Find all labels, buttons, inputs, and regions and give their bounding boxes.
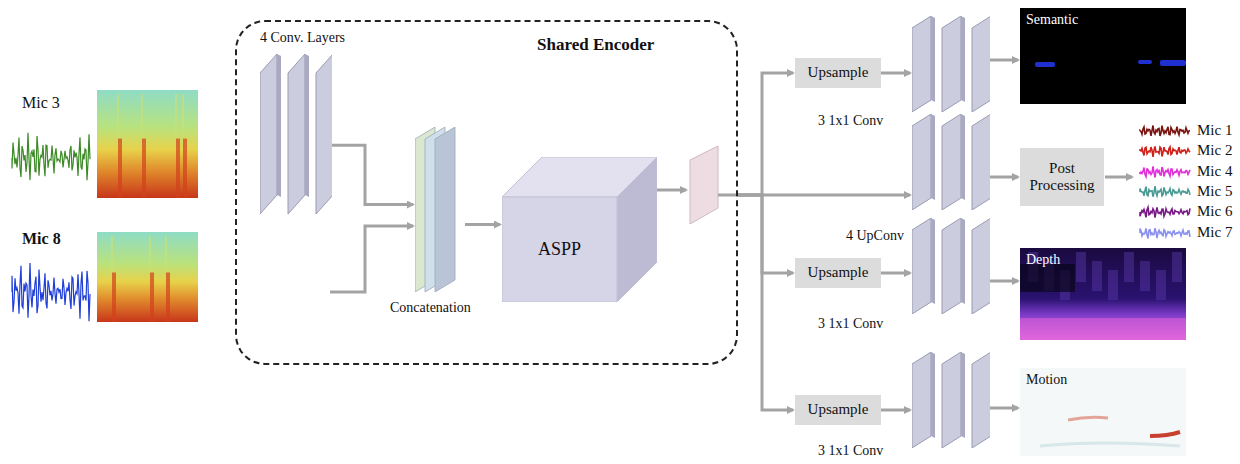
flow-arrow	[881, 272, 910, 275]
output-arrow	[1105, 176, 1132, 179]
node-label: Upsample	[808, 264, 869, 281]
conv-layer-stack	[912, 114, 990, 210]
node-label: Concatenation	[390, 300, 471, 316]
node-label: Upsample	[808, 64, 869, 81]
conv-stack: 4 UpConv	[912, 114, 990, 210]
node-label: Upsample	[808, 401, 869, 418]
flow-arrow	[465, 223, 500, 226]
flow-arrow	[990, 59, 1018, 62]
mic-label: Mic 7	[1197, 224, 1232, 241]
flow-arrow	[881, 72, 910, 75]
mic-label: Mic 3	[22, 94, 60, 112]
node-label: Motion	[1026, 372, 1067, 388]
waveform	[12, 133, 90, 181]
concat-layers	[415, 127, 465, 292]
output-map: Depth	[1020, 248, 1186, 340]
conv-stack: 3 1x1 Conv	[912, 218, 990, 314]
flow-arrow	[990, 407, 1018, 410]
output-map: Motion	[1020, 368, 1186, 456]
mic-label: Mic 1	[1197, 122, 1232, 139]
mic-label: Mic 6	[1197, 203, 1232, 220]
conv-stack: 3 1x1 Conv	[912, 352, 990, 448]
flow-arrow	[738, 194, 910, 197]
conv-stack: 3 1x1 Conv	[912, 16, 990, 112]
aspp-module: ASPP	[502, 157, 657, 302]
process-box: Upsample	[795, 395, 881, 425]
conv-layer-stack	[260, 54, 332, 214]
mic-label: Mic 5	[1197, 183, 1232, 200]
feature-map	[690, 146, 718, 224]
process-box: Post Processing	[1020, 148, 1104, 206]
mic-label: Mic 4	[1197, 163, 1232, 180]
flow-arrow	[881, 409, 910, 412]
flow-arrow	[990, 280, 1018, 283]
node-label: 4 Conv. Layers	[260, 30, 345, 46]
output-waveforms	[1140, 126, 1190, 239]
conv-stack: 4 Conv. Layers	[260, 54, 332, 214]
node-label: Semantic	[1026, 12, 1078, 28]
node-label: 3 1x1 Conv	[818, 443, 883, 459]
conv-layer-stack	[912, 218, 990, 314]
waveform	[12, 263, 90, 321]
node-label: ASPP	[502, 197, 617, 302]
conv-layer-stack	[912, 16, 990, 112]
node-label: Depth	[1026, 252, 1060, 268]
node-label: Post Processing	[1026, 160, 1098, 195]
node-label: 3 1x1 Conv	[818, 113, 883, 129]
conv-layer-stack	[912, 352, 990, 448]
flow-arrow	[332, 145, 413, 204]
node-label: 4 UpConv	[846, 228, 904, 244]
mic-label: Mic 8	[22, 230, 61, 248]
flow-arrow	[990, 176, 1018, 179]
aspp-cube	[502, 157, 657, 302]
node-label: Shared Encoder	[537, 35, 654, 55]
spectrogram	[97, 90, 198, 322]
flow-arrow	[738, 73, 793, 195]
process-box: Upsample	[795, 258, 881, 288]
encoder-group: Shared Encoder4 Conv. LayersConcatenatio…	[235, 20, 738, 365]
node-label: 3 1x1 Conv	[818, 316, 883, 332]
flow-arrow	[738, 195, 793, 410]
process-box: Upsample	[795, 58, 881, 88]
merge-line	[330, 226, 413, 292]
flow-arrow	[738, 195, 793, 273]
mic-label: Mic 2	[1197, 142, 1232, 159]
output-map: Semantic	[1020, 8, 1186, 104]
feature-arrow	[656, 189, 686, 192]
concat-block: Concatenation	[415, 127, 465, 292]
